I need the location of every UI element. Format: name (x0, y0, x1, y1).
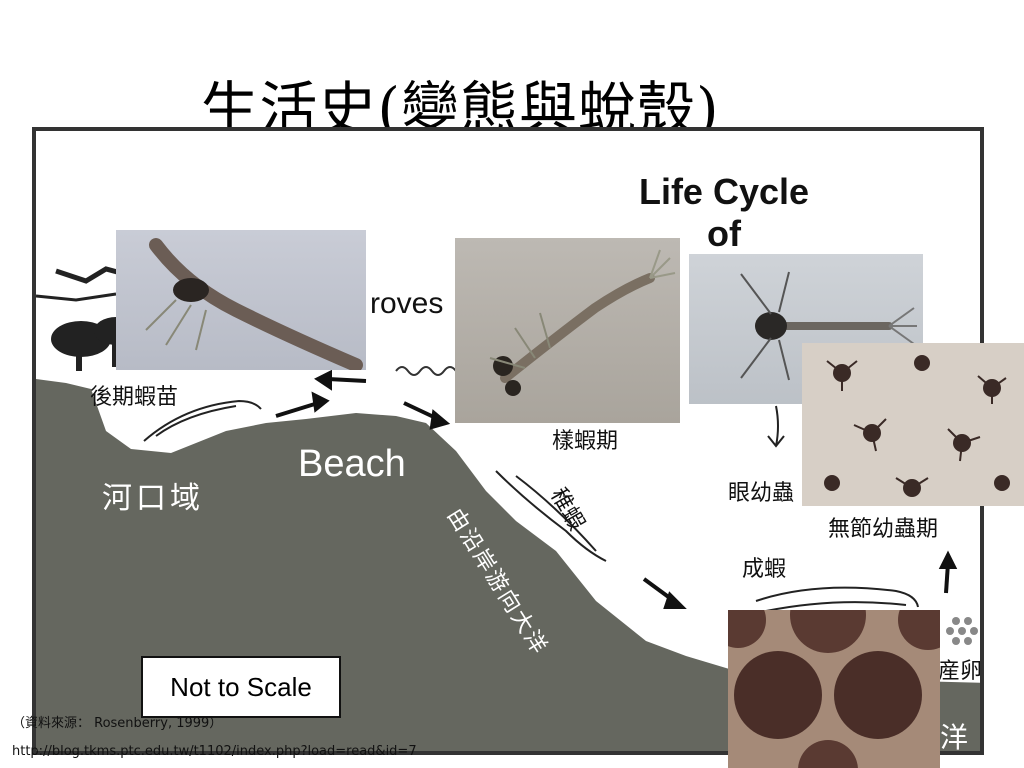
protozoea-label: 眼幼蟲 (728, 481, 795, 506)
nauplius-photo (802, 343, 1024, 506)
nauplius-larvae-icon (824, 355, 1010, 497)
mysis-larva-icon (489, 249, 676, 396)
shrimp-sketch-icon (143, 399, 919, 612)
estuary-label: 河口域 (102, 481, 204, 516)
mangroves-label: roves (370, 287, 444, 320)
mysis-photo (455, 238, 680, 423)
life-cycle-heading: Life Cycle of (614, 171, 834, 255)
flow-arrows (275, 369, 958, 609)
nauplius-label: 無節幼蟲期 (828, 517, 939, 542)
protozoea-larva-icon (740, 271, 917, 381)
egg-cluster-icon (946, 617, 978, 645)
postlarva-label: 後期蝦苗 (90, 385, 179, 410)
eggs-photo (728, 610, 940, 768)
source-url[interactable]: http://blog.tkms.ptc.edu.tw/t1102/index.… (12, 744, 417, 759)
beach-label: Beach (298, 443, 406, 485)
life-cycle-line1: Life Cycle (638, 171, 810, 212)
life-cycle-line2: of (707, 213, 741, 254)
source-citation: （資料來源： Rosenberry, 1999） (12, 716, 223, 731)
mysis-label: 樣蝦期 (552, 429, 619, 454)
ocean-label: 洋 (940, 721, 969, 754)
postlarva-photo (116, 230, 366, 370)
shrimp-eggs-icon (728, 610, 940, 768)
egg-label: 産卵 (938, 659, 983, 684)
adult-label: 成蝦 (742, 557, 787, 582)
not-to-scale-box: Not to Scale (141, 656, 341, 718)
postlarva-shrimp-icon (145, 238, 363, 370)
